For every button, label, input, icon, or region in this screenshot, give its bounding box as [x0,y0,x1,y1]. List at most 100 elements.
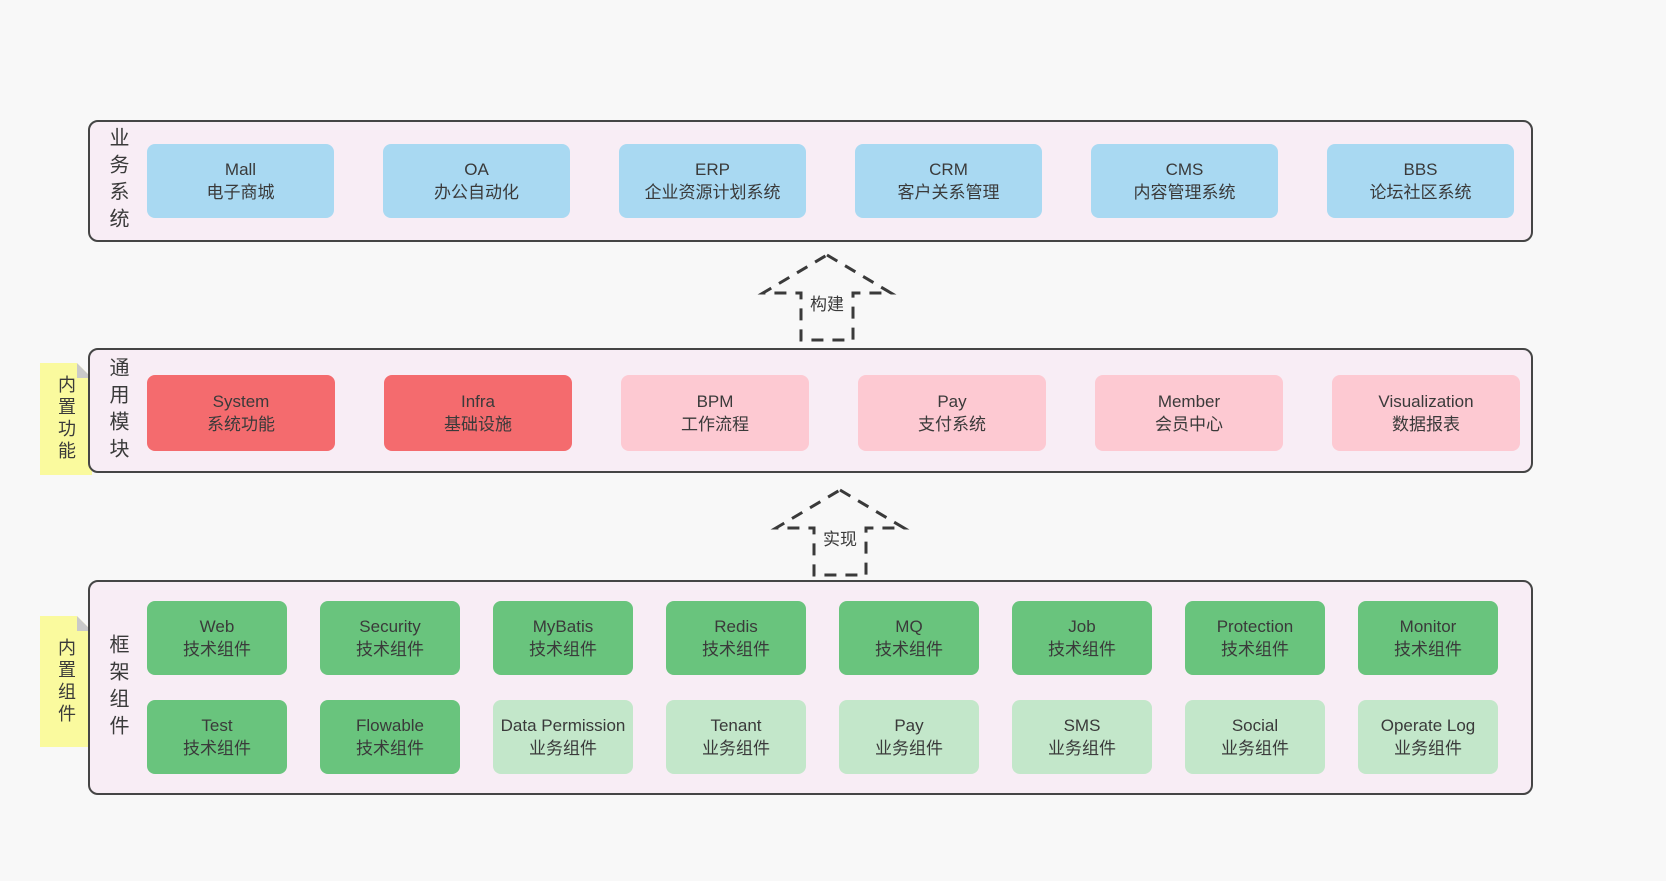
framework-node-row-2: Test 技术组件 Flowable 技术组件 Data Permission … [147,700,1498,774]
node-sms: SMS 业务组件 [1012,700,1152,774]
node-subtitle: 论坛社区系统 [1369,183,1472,202]
band-label-business-systems: 业务系统 [106,127,128,235]
band-label-framework-components: 框架组件 [106,633,128,742]
node-subtitle: 电子商城 [206,183,275,202]
node-subtitle: 技术组件 [529,640,597,659]
node-subtitle: 基础设施 [444,415,512,434]
node-title: Protection [1216,617,1294,636]
node-subtitle: 技术组件 [183,640,251,659]
node-title: Pay [894,716,924,735]
arrow-build: 构建 [757,251,897,344]
node-subtitle: 技术组件 [1221,640,1289,659]
node-operate-log: Operate Log 业务组件 [1358,700,1498,774]
node-job: Job 技术组件 [1012,601,1152,675]
band-framework-components: 框架组件 Web 技术组件 Security 技术组件 MyBatis 技术组件… [88,580,1533,795]
node-title: Test [201,716,233,735]
sticky-built-in-features: 内置功能 [40,363,92,475]
node-subtitle: 技术组件 [356,640,424,659]
node-title: MQ [895,617,923,636]
node-title: BPM [696,392,734,411]
node-subtitle: 技术组件 [1394,640,1462,659]
arrow-implement-label: 实现 [820,524,860,551]
node-title: Visualization [1378,392,1474,411]
node-flowable: Flowable 技术组件 [320,700,460,774]
node-cms: CMS 内容管理系统 [1091,144,1278,218]
node-subtitle: 技术组件 [702,640,770,659]
band-common-modules: 通用模块 System 系统功能 Infra 基础设施 BPM 工作流程 Pay… [88,348,1533,473]
node-title: Web [199,617,235,636]
node-infra: Infra 基础设施 [384,375,572,451]
node-subtitle: 支付系统 [918,415,986,434]
node-data-permission: Data Permission 业务组件 [493,700,633,774]
node-subtitle: 技术组件 [1048,640,1116,659]
node-subtitle: 会员中心 [1155,415,1223,434]
node-subtitle: 业务组件 [1221,739,1289,758]
node-pay-module: Pay 支付系统 [858,375,1046,451]
node-subtitle: 技术组件 [183,739,251,758]
node-member: Member 会员中心 [1095,375,1283,451]
node-subtitle: 技术组件 [875,640,943,659]
node-crm: CRM 客户关系管理 [855,144,1042,218]
node-social: Social 业务组件 [1185,700,1325,774]
node-title: Data Permission [500,716,626,735]
node-subtitle: 业务组件 [875,739,943,758]
band-label-common-modules: 通用模块 [106,356,128,465]
node-subtitle: 数据报表 [1392,415,1460,434]
node-monitor: Monitor 技术组件 [1358,601,1498,675]
node-subtitle: 业务组件 [529,739,597,758]
arrow-build-label: 构建 [807,289,847,316]
node-title: ERP [695,160,730,179]
node-visualization: Visualization 数据报表 [1332,375,1520,451]
node-bbs: BBS 论坛社区系统 [1327,144,1514,218]
module-node-row: System 系统功能 Infra 基础设施 BPM 工作流程 Pay 支付系统… [147,375,1520,451]
node-title: Flowable [355,716,425,735]
node-security: Security 技术组件 [320,601,460,675]
node-title: Job [1068,617,1096,636]
band-business-systems: 业务系统 Mall 电子商城 OA 办公自动化 ERP 企业资源计划系统 CRM… [88,120,1533,242]
node-subtitle: 办公自动化 [434,183,519,202]
node-subtitle: 系统功能 [207,415,275,434]
node-title: Pay [937,392,967,411]
node-mq: MQ 技术组件 [839,601,979,675]
node-title: System [212,392,270,411]
node-title: Monitor [1399,617,1457,636]
node-redis: Redis 技术组件 [666,601,806,675]
node-subtitle: 客户关系管理 [897,183,1000,202]
arrow-implement: 实现 [770,486,910,579]
node-title: SMS [1063,716,1101,735]
node-pay-component: Pay 业务组件 [839,700,979,774]
node-title: CMS [1165,160,1204,179]
business-node-row: Mall 电子商城 OA 办公自动化 ERP 企业资源计划系统 CRM 客户关系… [147,144,1514,218]
sticky-built-in-features-label: 内置功能 [56,375,76,463]
node-protection: Protection 技术组件 [1185,601,1325,675]
framework-node-row-1: Web 技术组件 Security 技术组件 MyBatis 技术组件 Redi… [147,601,1498,675]
node-title: Mall [224,160,257,179]
node-erp: ERP 企业资源计划系统 [619,144,806,218]
sticky-built-in-components: 内置组件 [40,616,92,747]
node-mybatis: MyBatis 技术组件 [493,601,633,675]
node-subtitle: 企业资源计划系统 [644,183,781,202]
node-subtitle: 工作流程 [681,415,749,434]
node-title: BBS [1403,160,1438,179]
node-title: Social [1231,716,1279,735]
node-subtitle: 业务组件 [702,739,770,758]
node-bpm: BPM 工作流程 [621,375,809,451]
node-title: Redis [714,617,758,636]
node-title: Member [1157,392,1221,411]
node-title: OA [464,160,489,179]
node-oa: OA 办公自动化 [383,144,570,218]
node-test: Test 技术组件 [147,700,287,774]
node-title: Infra [460,392,496,411]
node-subtitle: 内容管理系统 [1133,183,1236,202]
node-web: Web 技术组件 [147,601,287,675]
sticky-built-in-components-label: 内置组件 [56,637,76,726]
node-title: MyBatis [532,617,594,636]
node-system: System 系统功能 [147,375,335,451]
node-subtitle: 业务组件 [1048,739,1116,758]
node-title: Security [359,617,421,636]
node-title: CRM [929,160,968,179]
node-subtitle: 业务组件 [1394,739,1462,758]
node-tenant: Tenant 业务组件 [666,700,806,774]
node-title: Tenant [710,716,762,735]
